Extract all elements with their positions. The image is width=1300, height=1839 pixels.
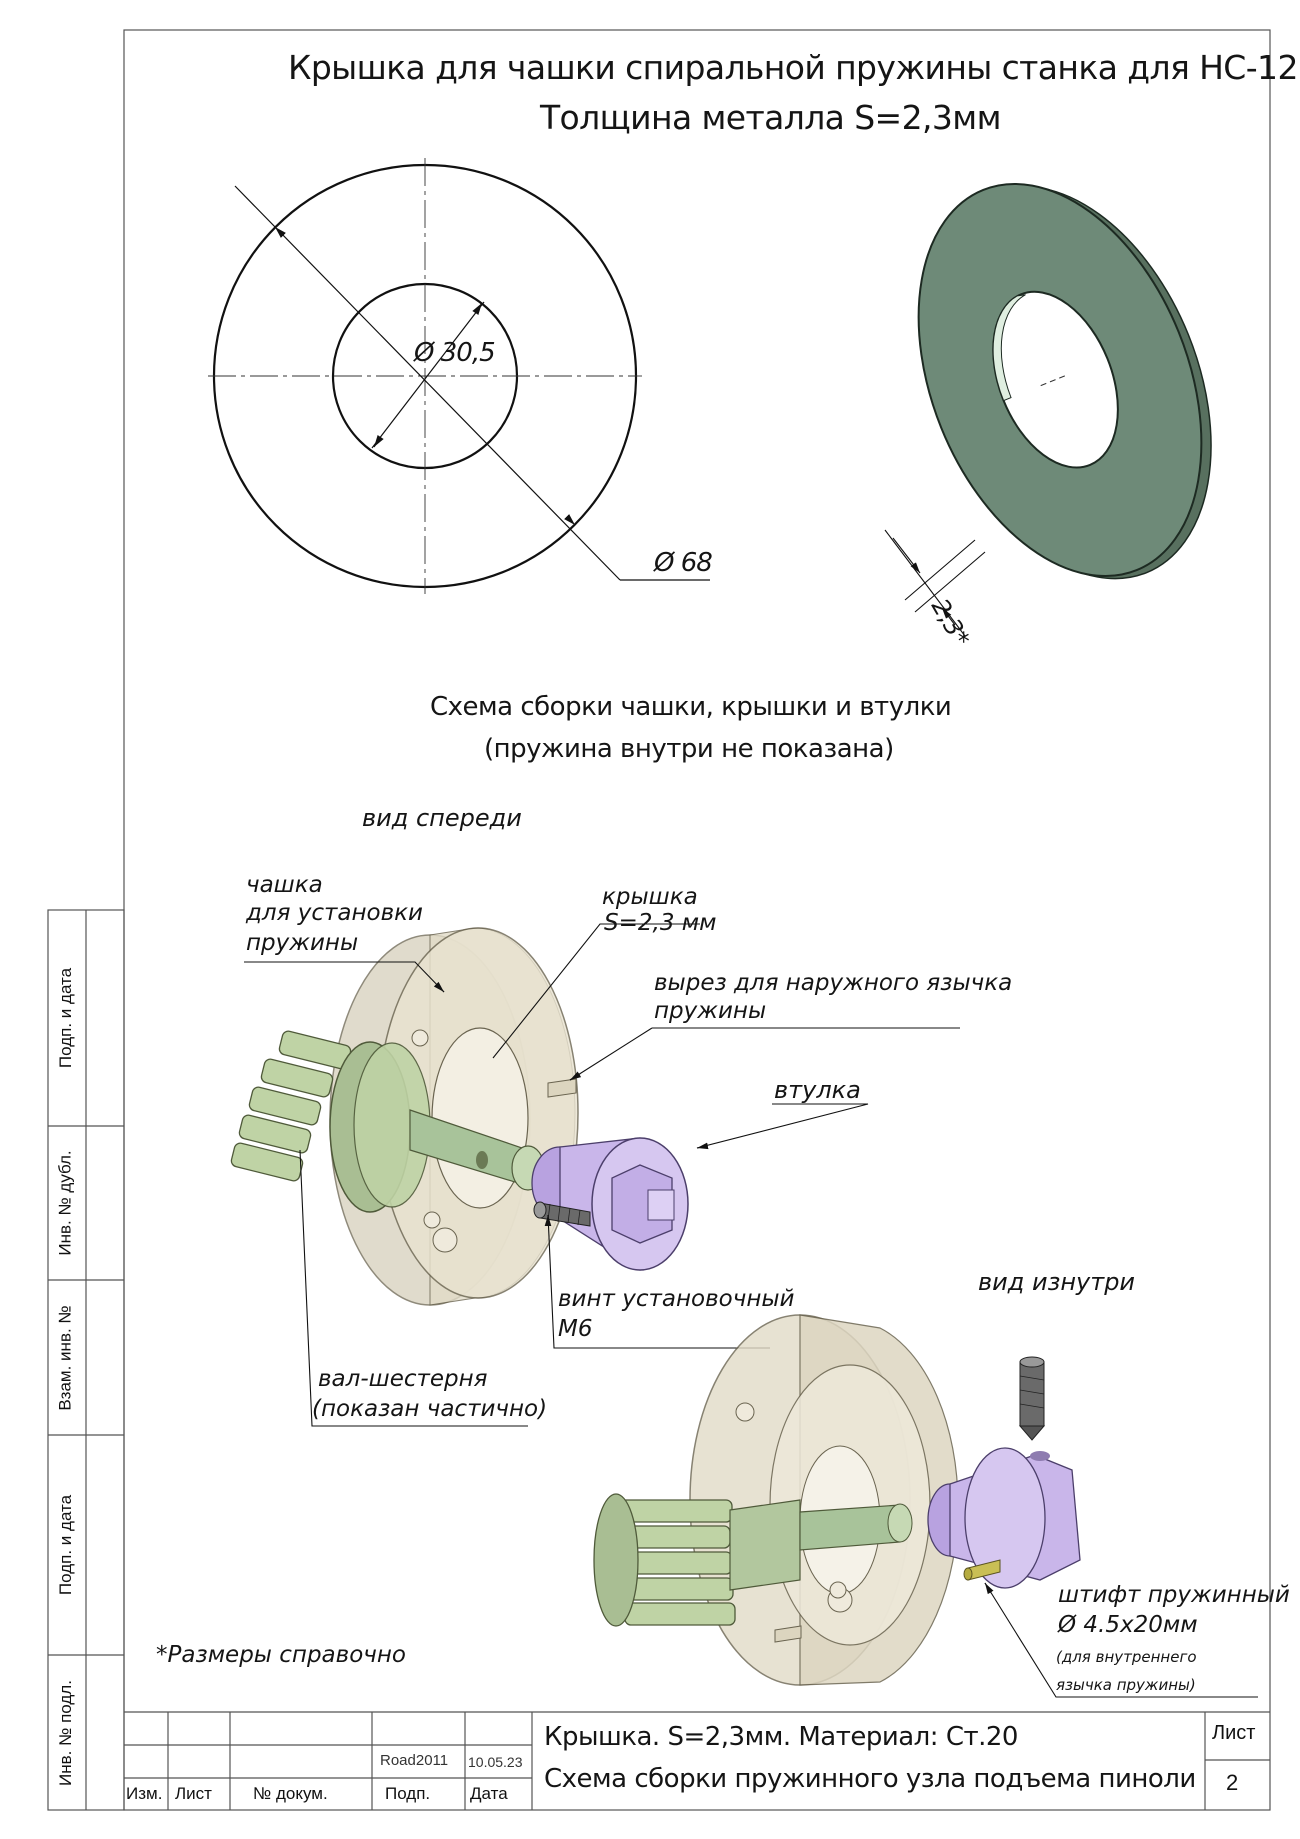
bushing-inside — [927, 1447, 1081, 1589]
stamp-sign-date-1: Подп. и дата — [56, 967, 76, 1069]
shaft-callout-1: вал-шестерня — [318, 1366, 488, 1392]
cup-inside — [689, 1314, 959, 1686]
cutout-callout-2: пружины — [654, 998, 767, 1024]
sheet-number: 2 — [1226, 1770, 1239, 1795]
reference-note: *Размеры справочно — [156, 1642, 406, 1668]
spring-pin — [963, 1559, 1001, 1581]
screw-callout-2: М6 — [558, 1316, 593, 1342]
bushing-front — [531, 1137, 689, 1271]
cup-callout-1: чашка — [246, 872, 323, 898]
inside-view-leaders — [984, 1582, 1258, 1698]
col-doc: № докум. — [253, 1784, 328, 1803]
cup-callout-2: для установки — [246, 900, 424, 926]
sheet-label: Лист — [1212, 1722, 1256, 1744]
gear-shaft-inside — [593, 1493, 913, 1627]
cup-callout-3: пружины — [246, 930, 359, 956]
author-name: Road2011 — [380, 1752, 449, 1769]
assembly-front-view — [230, 927, 689, 1306]
assembly-inside-view — [593, 1314, 1081, 1686]
cover-callout-2: S=2,3 мм — [604, 910, 717, 936]
stamp-replace-inv: Взам. инв. № — [56, 1304, 76, 1411]
washer-2d-drawing — [208, 158, 710, 594]
washer-3d-view — [917, 182, 1212, 580]
col-izm: Изм. — [126, 1784, 163, 1803]
col-sign: Подп. — [385, 1784, 431, 1803]
set-screw-inside — [1018, 1356, 1046, 1441]
bushing-callout: втулка — [774, 1076, 861, 1104]
pin-callout-1: штифт пружинный — [1058, 1582, 1290, 1608]
front-view-leaders — [244, 923, 960, 1427]
inner-diameter-label: Ø 30,5 — [414, 338, 496, 368]
assembly-subheading: (пружина внутри не показана) — [484, 734, 894, 764]
title-line-1: Крышка для чашки спиральной пружины стан… — [288, 48, 1300, 87]
cutout-callout-1: вырез для наружного язычка — [654, 970, 1013, 996]
assembly-heading: Схема сборки чашки, крышки и втулки — [430, 692, 952, 722]
stamp-sign-date-2: Подп. и дата — [56, 1494, 76, 1596]
title-line-2: Толщина металла S=2,3мм — [540, 98, 1001, 137]
col-date: Дата — [470, 1784, 508, 1803]
shaft-callout-2: (показан частично) — [312, 1396, 548, 1422]
pin-note-1: (для внутреннего — [1056, 1648, 1197, 1666]
outer-diameter-label: Ø 68 — [654, 548, 713, 578]
drawing-date: 10.05.23 — [468, 1754, 523, 1770]
screw-callout-1: винт установочный — [558, 1286, 795, 1312]
thickness-dimension — [884, 529, 986, 637]
stamp-dup-inv: Инв. № дубл. — [56, 1150, 75, 1256]
title-block-line-1: Крышка. S=2,3мм. Материал: Ст.20 — [544, 1722, 1018, 1752]
sheet-frame — [47, 29, 1271, 1811]
pin-callout-2: Ø 4.5х20мм — [1058, 1612, 1198, 1638]
pin-note-2: язычка пружины) — [1056, 1676, 1196, 1694]
col-list: Лист — [175, 1784, 212, 1803]
gear-shaft-front — [230, 1030, 545, 1213]
front-view-label: вид спереди — [362, 804, 522, 832]
stamp-orig-inv: Инв. № подл. — [56, 1679, 75, 1786]
set-screw-front — [533, 1201, 591, 1227]
inside-view-label: вид изнутри — [978, 1268, 1136, 1296]
title-block-line-2: Схема сборки пружинного узла подъема пин… — [544, 1764, 1196, 1794]
cover-callout-1: крышка — [602, 884, 698, 910]
